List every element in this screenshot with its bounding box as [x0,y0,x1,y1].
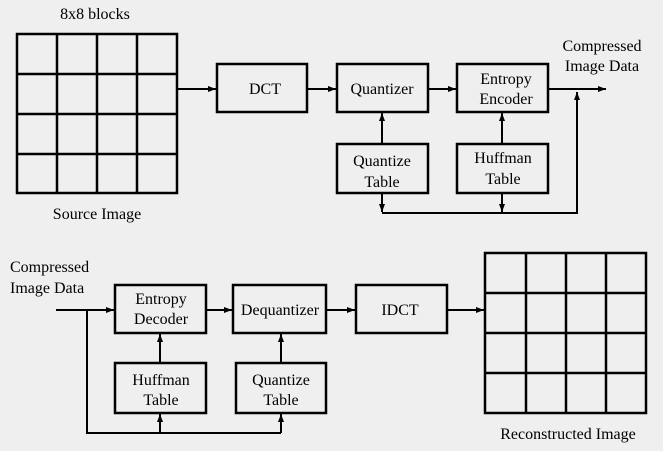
reconstructed-image-grid [483,251,648,415]
huffman-table-label-2: Table [485,171,520,188]
idct-block: IDCT [354,283,449,335]
quantizer-block: Quantizer [335,62,430,114]
encoder-arrows [177,86,606,214]
decoder-huffman-table-label-2: Table [143,392,178,409]
entropy-decoder-label-1: Entropy [135,291,187,308]
dequantizer-label: Dequantizer [241,302,320,319]
huffman-table-block: Huffman Table [455,142,550,195]
idct-label: IDCT [381,302,419,319]
entropy-decoder-label-2: Decoder [134,311,189,328]
entropy-encoder-label-2: Encoder [479,91,533,108]
compressed-output-label-2: Image Data [565,58,639,75]
decoder-huffman-table-block: Huffman Table [113,361,208,415]
quantize-table-label-2: Table [364,174,399,191]
dct-label: DCT [249,81,281,98]
decoder-arrows [56,307,484,434]
entropy-decoder-block: Entropy Decoder [113,283,208,335]
dct-block: DCT [215,62,309,114]
huffman-table-label-1: Huffman [474,150,531,167]
decoder-quantize-table-block: Quantize Table [234,361,328,415]
dequantizer-block: Dequantizer [231,283,328,335]
quantize-table-label-1: Quantize [353,153,411,170]
compressed-output-label-1: Compressed [562,38,641,55]
source-image-label: Source Image [53,206,141,223]
entropy-encoder-block: Entropy Encoder [455,62,550,114]
grid-label: 8x8 blocks [60,6,130,23]
quantizer-label: Quantizer [350,81,414,98]
compressed-input-label-2: Image Data [10,280,84,297]
reconstructed-image-label: Reconstructed Image [500,426,636,443]
decoder-huffman-table-label-1: Huffman [132,372,189,389]
entropy-encoder-label-1: Entropy [480,71,532,88]
source-image-grid [15,32,179,195]
quantize-table-block: Quantize Table [335,142,430,195]
compressed-input-label-1: Compressed [10,259,89,276]
decoder-quantize-table-label-1: Quantize [252,372,310,389]
decoder-quantize-table-label-2: Table [263,392,298,409]
